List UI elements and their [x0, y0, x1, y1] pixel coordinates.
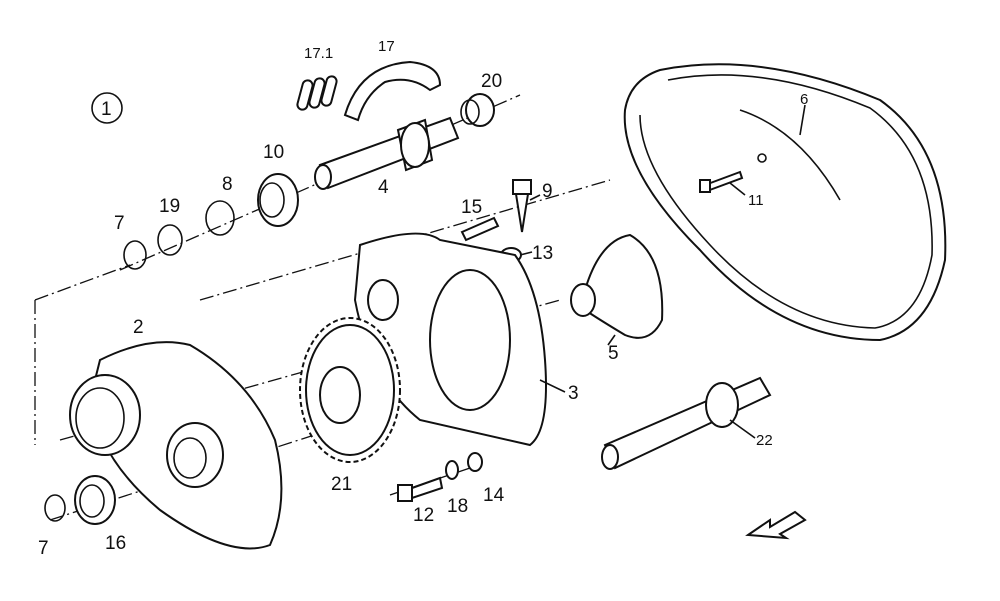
circlip-part-7-top [123, 240, 147, 270]
callout-19: 19 [159, 196, 180, 217]
lock-washer-part-14 [467, 452, 483, 472]
housing-part-2 [69, 341, 283, 550]
callout-2: 2 [133, 317, 144, 338]
washer-part-19 [157, 224, 183, 256]
callout-16: 16 [105, 533, 126, 554]
callout-18: 18 [447, 496, 468, 517]
callout-7-bottom: 7 [38, 538, 49, 559]
callout-10: 10 [263, 142, 284, 163]
callout-12: 12 [413, 505, 434, 526]
callout-22: 22 [756, 432, 773, 449]
washer-part-18 [445, 460, 459, 480]
pin-part-15 [460, 216, 500, 242]
bolt-part-9 [512, 179, 532, 233]
callout-labels: 1 17.1 17 20 10 4 8 19 7 9 15 13 6 11 2 … [38, 38, 808, 559]
circlip-part-7-bottom [44, 494, 66, 522]
direction-arrow-icon [745, 510, 807, 540]
callout-21: 21 [331, 474, 352, 495]
assembly-number: 1 [101, 99, 112, 120]
housing-cover-part-3 [353, 232, 547, 447]
callout-9: 9 [542, 181, 553, 202]
callout-5: 5 [608, 343, 619, 364]
callout-13: 13 [532, 243, 553, 264]
leader-lines [519, 104, 806, 439]
seal-part-16 [74, 475, 116, 525]
callout-3: 3 [568, 383, 579, 404]
sprocket-part-21 [299, 317, 401, 463]
callout-15: 15 [461, 197, 482, 218]
bearing-part-10 [257, 173, 299, 227]
circlip-part-8 [205, 200, 235, 236]
assembly-number-circle [91, 92, 123, 124]
chain-link-part-17-1 [296, 75, 338, 111]
bolt-part-12 [397, 476, 444, 502]
callout-4: 4 [378, 177, 389, 198]
callout-6: 6 [800, 91, 808, 108]
boot-part-5 [570, 233, 664, 339]
callout-17: 17 [378, 38, 395, 55]
callout-20: 20 [481, 71, 502, 92]
callout-11: 11 [748, 192, 764, 209]
callout-14: 14 [483, 485, 505, 506]
callout-7-top: 7 [114, 213, 125, 234]
callout-17-1: 17.1 [304, 45, 333, 62]
bolt-part-11 [699, 170, 744, 193]
chain-part-17 [343, 60, 442, 122]
callout-8: 8 [222, 174, 233, 195]
bearing-part-20 [460, 93, 495, 127]
shaft-part-4 [314, 116, 460, 190]
belt-part-6 [623, 63, 947, 342]
shaft-part-22 [601, 376, 772, 470]
